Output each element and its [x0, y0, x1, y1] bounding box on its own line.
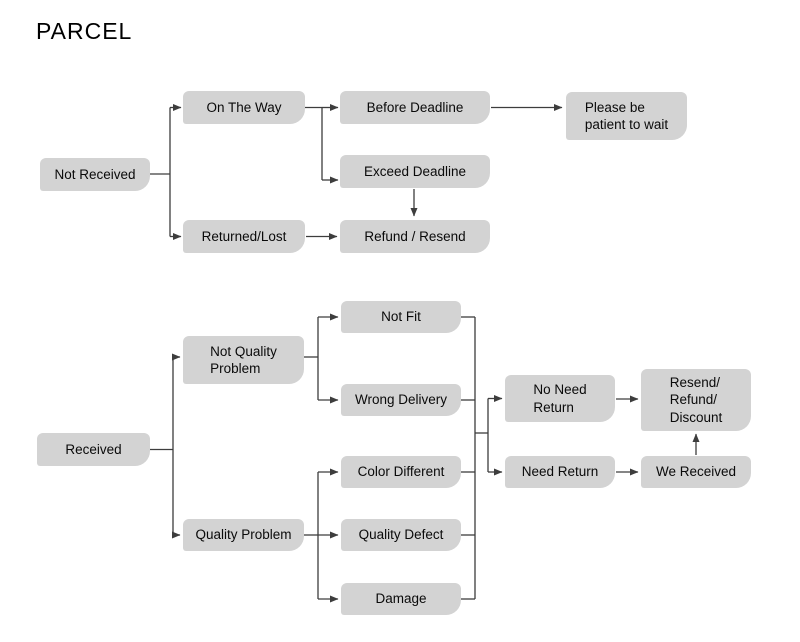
node-received: Received: [37, 433, 150, 466]
node-before-deadline: Before Deadline: [340, 91, 490, 124]
node-not-received: Not Received: [40, 158, 150, 191]
node-on-the-way: On The Way: [183, 91, 305, 124]
node-wrong-delivery: Wrong Delivery: [341, 384, 461, 416]
node-resend-refund-discount: Resend/ Refund/ Discount: [641, 369, 751, 431]
node-quality-problem: Quality Problem: [183, 519, 304, 551]
node-damage: Damage: [341, 583, 461, 615]
node-we-received: We Received: [641, 456, 751, 488]
node-color-different: Color Different: [341, 456, 461, 488]
node-quality-defect: Quality Defect: [341, 519, 461, 551]
node-refund-resend: Refund / Resend: [340, 220, 490, 253]
node-not-fit: Not Fit: [341, 301, 461, 333]
node-please-wait: Please be patient to wait: [566, 92, 687, 140]
node-need-return: Need Return: [505, 456, 615, 488]
node-returned-lost: Returned/Lost: [183, 220, 305, 253]
node-not-quality-problem: Not Quality Problem: [183, 336, 304, 384]
node-exceed-deadline: Exceed Deadline: [340, 155, 490, 188]
node-no-need-return: No Need Return: [505, 375, 615, 422]
page-title: PARCEL: [36, 18, 133, 44]
